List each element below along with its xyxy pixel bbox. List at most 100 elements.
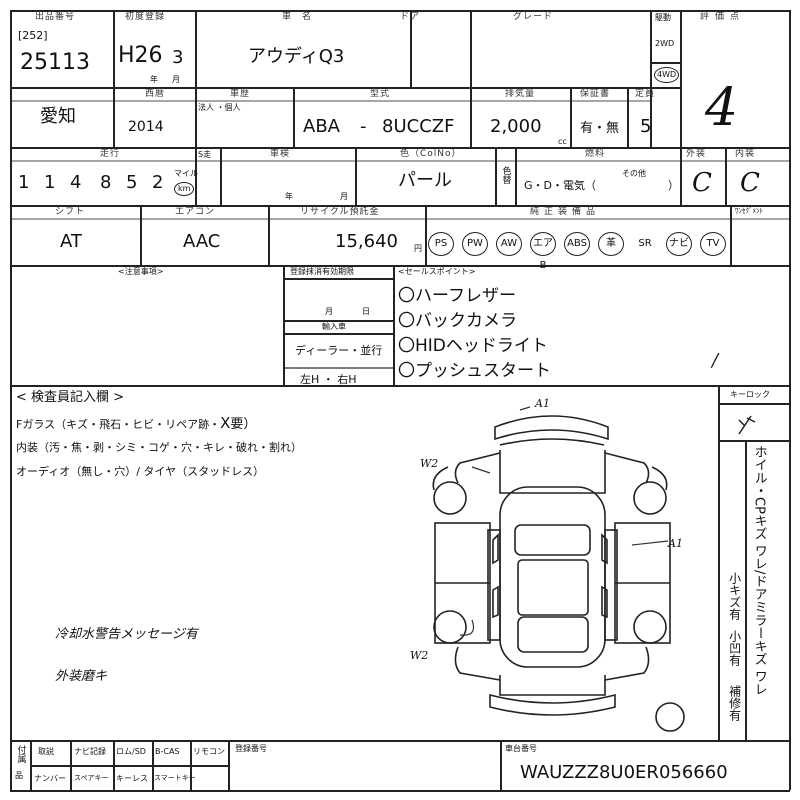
footer-row-label-2: 品 — [15, 771, 23, 780]
ownership-sub: 法人 ・個人 — [198, 103, 241, 112]
mark-a1-right: A1 — [668, 537, 683, 550]
reg-number-label: 登録番号 — [235, 744, 267, 753]
fglass-line: Fガラス（キズ・飛石・ヒビ・リペア跡・X要） — [16, 414, 257, 432]
fuel-options: G・D・電気（ — [524, 179, 596, 192]
color-change-label: 色替 — [500, 166, 511, 184]
region: 愛知 — [40, 106, 76, 127]
score-label: 評価点 — [700, 12, 746, 22]
lot-number: 25113 — [20, 50, 90, 75]
keylock-side-text-4: 補修有 — [727, 685, 742, 721]
handwritten-note-2: 外装磨キ — [55, 669, 108, 684]
warranty: 有・無 — [580, 121, 620, 136]
key-icon — [738, 415, 756, 435]
footer-item-2: ナビ記録 — [74, 747, 106, 756]
sales-point-1: 〇ハーフレザー — [398, 286, 516, 306]
drive-2wd: 2WD — [655, 39, 675, 48]
import-label: 輸入車 — [322, 322, 346, 331]
handwritten-note-1: 冷却水警告メッセージ有 — [55, 627, 198, 642]
footer-item-6: ナンバー — [34, 774, 66, 783]
keylock-side-text-1: ホイル・CPキズ ワレ/ドアミラーキズ ワレ — [751, 445, 767, 696]
inspector-title: < 検査員記入欄 > — [16, 390, 125, 405]
ownership-label: 車歴 — [230, 89, 251, 99]
footer-item-8: キーレス — [116, 774, 148, 783]
mile-label: マイル — [174, 169, 198, 178]
onetime-label: ﾜﾝｾｸﾞﾒﾝﾄ — [735, 207, 763, 215]
mark-w2-bottom: W2 — [410, 649, 429, 662]
vin-label: 車台番号 — [505, 744, 537, 753]
equipment-item-9: TV — [700, 232, 726, 256]
capacity: 5 — [640, 116, 652, 137]
fglass-text: Fガラス（キズ・飛石・ヒビ・リペア跡・ — [16, 418, 221, 431]
fglass-end: 要） — [230, 417, 257, 432]
car-name-label: 車 名 — [282, 12, 313, 22]
inspection-month: 月 — [340, 192, 348, 201]
mileage-digit-1: 1 — [18, 172, 30, 193]
mark-w2-left: W2 — [420, 457, 439, 470]
first-reg-month: 3 — [172, 47, 184, 68]
first-reg-unit: 年月 — [150, 75, 194, 84]
inspection-label: 車検 — [270, 149, 291, 159]
caution-label: <注意事項> — [118, 267, 164, 276]
inspection-year: 年 — [285, 192, 293, 201]
first-reg-value: H26 — [118, 43, 163, 68]
mileage-label: 走行 — [100, 149, 121, 159]
recycle-label: リサイクル預託金 — [300, 207, 380, 217]
displacement-unit: cc — [558, 137, 567, 146]
footer-item-1: 取説 — [38, 747, 54, 756]
exterior-grade: C — [692, 168, 712, 198]
mileage-digit-2: 1 — [44, 172, 56, 193]
displacement: 2,000 — [490, 116, 542, 137]
footer-item-7: スペアキー — [74, 774, 109, 782]
reg-expiry-label: 登録抹消有効期限 — [290, 267, 354, 276]
recycle-unit: 円 — [414, 244, 422, 253]
score-value: 4 — [705, 78, 739, 138]
interior-line: 内装（汚・焦・剥・シミ・コゲ・穴・キレ・破れ・割れ） — [16, 441, 302, 454]
grade-label: グレード — [513, 12, 554, 22]
footer-item-9: スマートキー — [154, 774, 196, 782]
footer-item-3: ロム/SD — [116, 747, 146, 756]
equipment-item-6: 革 — [598, 232, 624, 256]
drive-4wd: 4WD — [654, 67, 680, 83]
exterior-label: 外装 — [686, 149, 707, 159]
sales-point-4: 〇プッシュスタート — [398, 361, 551, 381]
km-label: km — [174, 182, 195, 196]
mileage-digit-5: 5 — [126, 172, 138, 193]
interior-grade: C — [740, 168, 760, 198]
model-dash: - — [360, 116, 367, 137]
lot-sub: [252] — [18, 29, 48, 42]
equipment-item-7: SR — [638, 238, 652, 249]
reg-expiry-day: 日 — [362, 307, 370, 316]
year-label: 西暦 — [145, 89, 166, 99]
equipment-item-2: PW — [462, 232, 488, 256]
model-code: 8UCCZF — [382, 116, 455, 137]
fuel-other: その他 — [622, 169, 646, 178]
fuel-close-paren: ） — [668, 179, 679, 192]
vin: WAUZZZ8U0ER056660 — [520, 762, 728, 783]
steering: 左H ・ 右H — [300, 373, 357, 386]
warranty-label: 保証書 — [580, 89, 611, 99]
model-label: 型式 — [370, 89, 391, 99]
mileage-digit-3: 4 — [70, 172, 82, 193]
equipment-item-8: ナビ — [666, 232, 692, 256]
ac-label: エアコン — [175, 207, 216, 217]
fglass-mark: X — [220, 414, 231, 432]
shift-label: シフト — [55, 207, 86, 217]
keylock-side-text-2: 小キズ有 — [727, 572, 742, 620]
import-value: ディーラー・並行 — [295, 344, 383, 357]
footer-item-5: リモコン — [193, 747, 225, 756]
shift: AT — [60, 231, 82, 252]
equipment-item-4: エアB — [530, 232, 556, 271]
displacement-label: 排気量 — [505, 89, 536, 99]
sales-point-3: 〇HIDヘッドライト — [398, 336, 548, 356]
reg-expiry-month: 月 — [325, 307, 333, 316]
model-prefix: ABA — [303, 116, 340, 137]
mark-a1-top: A1 — [535, 397, 550, 410]
color-value: パール — [398, 170, 452, 191]
equipment-item-1: PS — [428, 232, 454, 256]
year: 2014 — [128, 119, 164, 135]
first-reg-label: 初度登録 — [125, 12, 166, 22]
equipment-item-5: ABS — [564, 232, 590, 256]
recycle-value: 15,640 — [335, 231, 398, 252]
door-label: ドア — [400, 12, 421, 22]
pen-mark: / — [712, 350, 719, 371]
